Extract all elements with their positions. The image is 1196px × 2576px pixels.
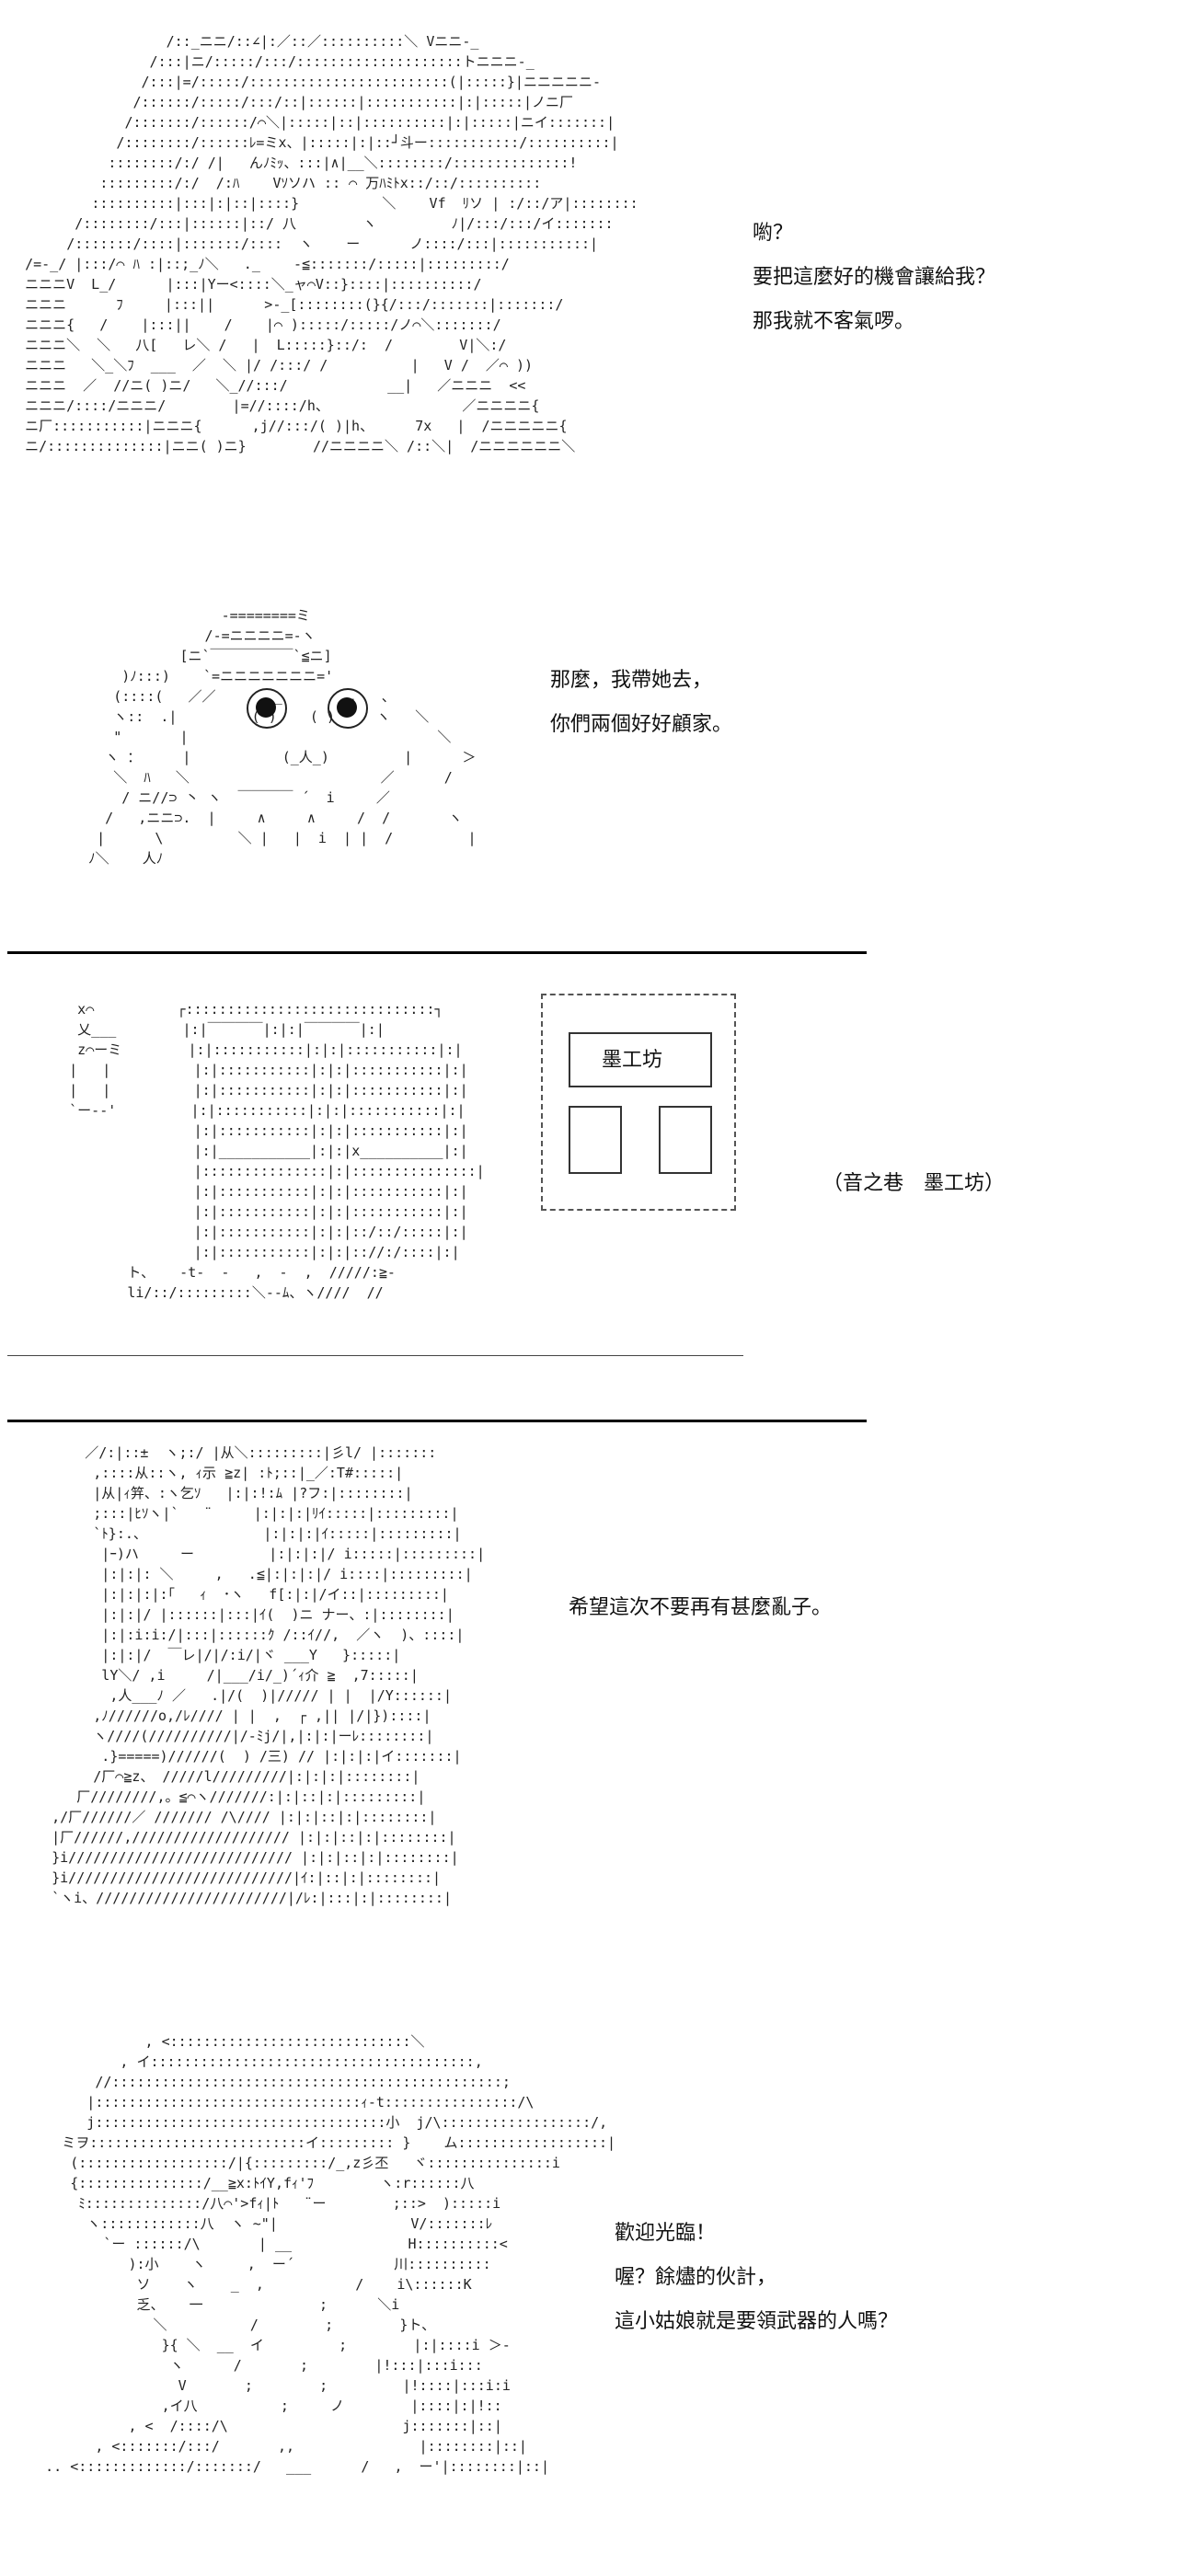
shop-window-left [569, 1106, 622, 1174]
dialogue-line: 歡迎光臨！ [615, 2222, 717, 2245]
ascii-art-shop-interior: ／/:|::± ヽ;:/ |从＼:::::::::|彡l/ |::::::: ,… [52, 1444, 486, 1906]
dialogue-line: 那我就不客氣啰。 [753, 310, 915, 333]
ground-line [7, 1355, 743, 1356]
left-eye-ring [247, 688, 287, 729]
panel-divider [7, 1420, 867, 1422]
ascii-art-figure-5: , <:::::::::::::::::::::::::::::＼ , イ:::… [45, 2033, 616, 2475]
ascii-art-building: x⌒ ┌::::::::::::::::::::::::::::::┐ 乂___… [69, 1001, 485, 1301]
dialogue-line: 要把這麼好的機會讓給我？ [753, 266, 996, 289]
panel-5-dialogue: 歡迎光臨！ 喔？餘燼的伙計， 這小姑娘就是要領武器的人嗎？ [615, 2212, 898, 2344]
shop-sign-board [569, 1032, 712, 1087]
panel-5: , <:::::::::::::::::::::::::::::＼ , イ:::… [0, 2011, 1196, 2576]
right-eye-ring [328, 688, 368, 729]
panel-4: ／/:|::± ヽ;:/ |从＼:::::::::|彡l/ |::::::: ,… [0, 1422, 1196, 2011]
right-eye [337, 697, 357, 718]
dialogue-line: 你們兩個好好顧家。 [550, 713, 733, 736]
dialogue-line: 這小姑娘就是要領武器的人嗎？ [615, 2310, 899, 2333]
ascii-art-figure-1: /::_ニニ/::∠|:／::／::::::::::＼ Vニニ-_ /:::|ニ… [25, 33, 638, 454]
panel-divider [7, 951, 867, 954]
panel-2: -========ミ /-=ニニニニ=-ヽ [ニ`￣￣￣￣￣￣`≦ニ] )ﾉ::… [0, 570, 1196, 920]
shop-sign-text: 墨工坊 [602, 1049, 663, 1072]
shop-window-right [659, 1106, 712, 1174]
left-eye [256, 697, 276, 718]
dialogue-line: 希望這次不要再有甚麼亂子。 [569, 1596, 833, 1619]
panel-4-dialogue: 希望這次不要再有甚麼亂子。 [569, 1586, 832, 1630]
shop-sign-frame [541, 994, 736, 1211]
panel-2-dialogue: 那麼，我帶她去， 你們兩個好好顧家。 [550, 659, 732, 747]
panel-1: /::_ニニ/::∠|:／::／::::::::::＼ Vニニ-_ /:::|ニ… [0, 0, 1196, 570]
panel-3: x⌒ ┌::::::::::::::::::::::::::::::┐ 乂___… [0, 957, 1196, 1417]
panel-1-dialogue: 喲？ 要把這麼好的機會讓給我？ 那我就不客氣啰。 [753, 212, 995, 344]
location-caption: （音之巷 墨工坊） [822, 1172, 1006, 1195]
dialogue-line: 那麼，我帶她去， [550, 669, 713, 692]
dialogue-line: 喔？餘燼的伙計， [615, 2266, 777, 2289]
dialogue-line: 喲？ [753, 222, 794, 245]
ascii-art-figure-2: -========ミ /-=ニニニニ=-ヽ [ニ`￣￣￣￣￣￣`≦ニ] )ﾉ::… [88, 607, 477, 867]
